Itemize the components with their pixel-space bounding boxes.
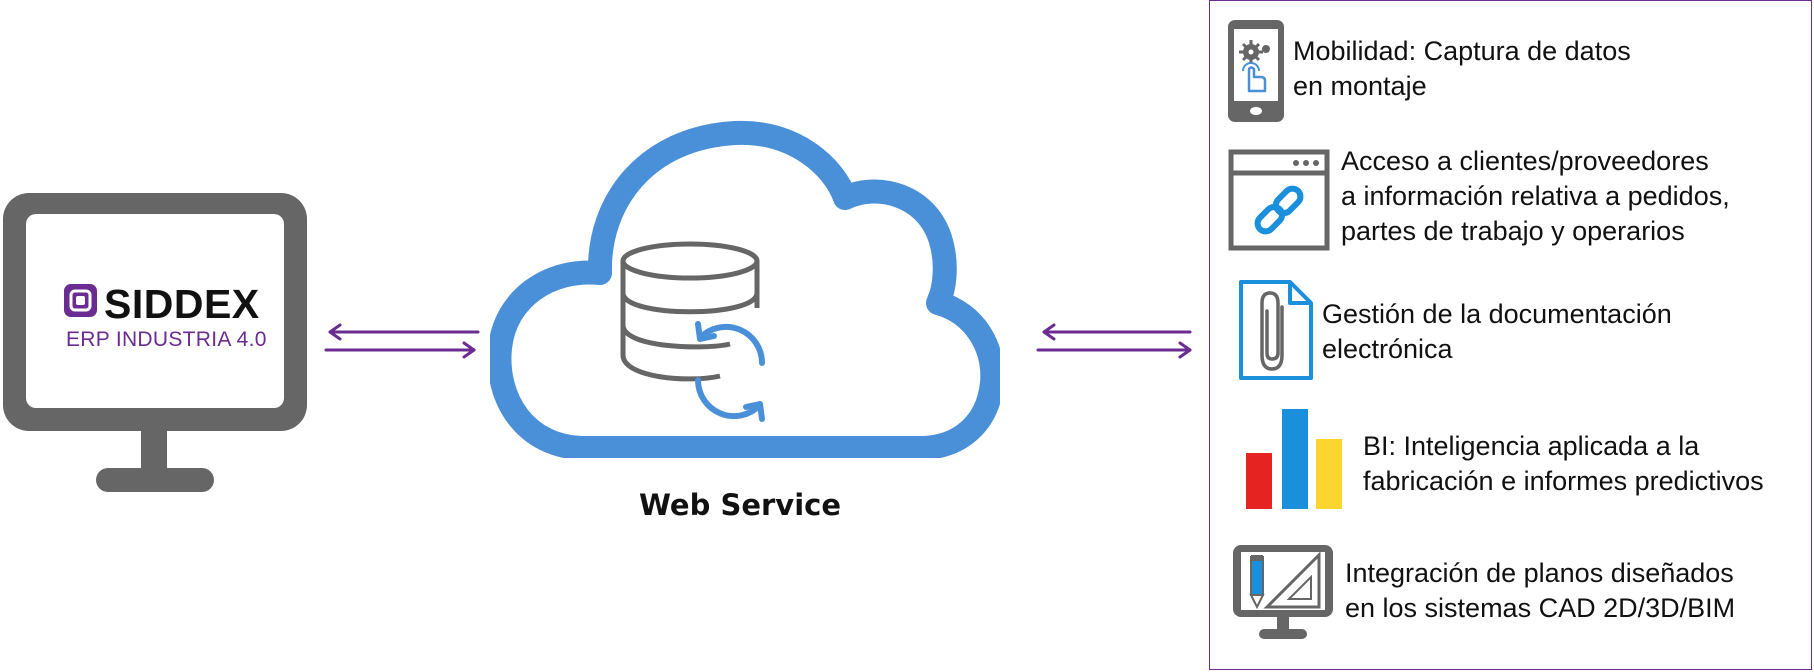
feature-line: Gestión de la documentación (1322, 299, 1672, 329)
cloud-caption: Web Service (638, 488, 842, 522)
siddex-logo-icon (64, 284, 97, 317)
feature-item-gestion: Gestión de la documentación electrónica (1322, 297, 1672, 367)
feature-item-mobilidad: Mobilidad: Captura de datos en montaje (1293, 34, 1631, 104)
cloud-database-sync-icon (490, 118, 1000, 458)
feature-line: a información relativa a pedidos, (1341, 181, 1730, 211)
feature-line: Mobilidad: Captura de datos (1293, 36, 1631, 66)
monitor-cad-icon (1231, 543, 1335, 647)
feature-item-integracion: Integración de planos diseñados en los s… (1345, 556, 1735, 626)
bar-chart-icon (1246, 405, 1342, 509)
feature-line: en los sistemas CAD 2D/3D/BIM (1345, 593, 1736, 623)
feature-line: fabricación e informes predictivos (1363, 466, 1764, 496)
feature-line: Integración de planos diseñados (1345, 558, 1734, 588)
bidirectional-arrows-left (322, 322, 482, 362)
brand-subtitle: ERP INDUSTRIA 4.0 (66, 328, 267, 351)
document-paperclip-icon (1238, 279, 1314, 381)
feature-panel: Mobilidad: Captura de datos en montaje A… (1209, 0, 1812, 670)
feature-item-bi: BI: Inteligencia aplicada a la fabricaci… (1363, 429, 1764, 499)
feature-line: Acceso a clientes/proveedores (1341, 146, 1709, 176)
browser-link-icon (1228, 149, 1330, 251)
feature-line: electrónica (1322, 334, 1453, 364)
bidirectional-arrows-right (1036, 322, 1196, 362)
feature-line: en montaje (1293, 71, 1427, 101)
feature-line: BI: Inteligencia aplicada a la (1363, 431, 1700, 461)
feature-item-acceso: Acceso a clientes/proveedores a informac… (1341, 144, 1730, 249)
mobile-settings-icon (1227, 19, 1285, 123)
feature-line: partes de trabajo y operarios (1341, 216, 1685, 246)
brand-name: SIDDEX (104, 281, 260, 327)
monitor-icon (0, 190, 310, 500)
